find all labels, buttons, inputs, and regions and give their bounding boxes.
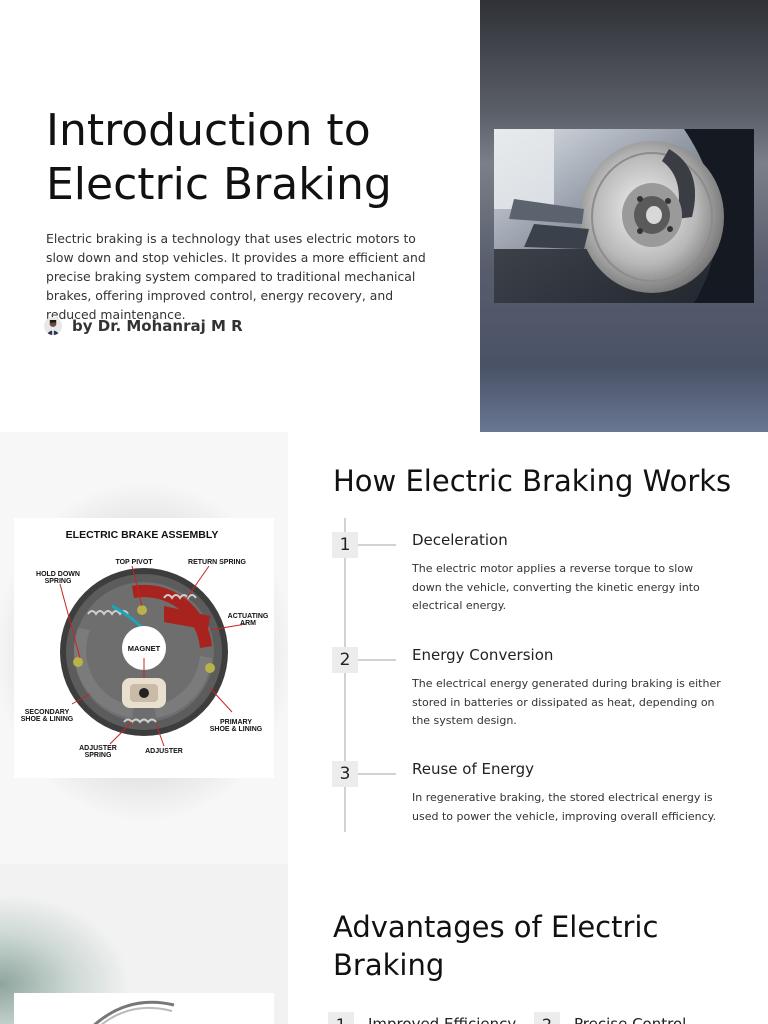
advantage-title: Improved Efficiency <box>368 1015 517 1024</box>
diagram-label-actuating-2: ARM <box>240 620 256 627</box>
brake-assembly-diagram: ELECTRIC BRAKE ASSEMBLY MAGNET <box>14 518 274 778</box>
brake-part-photo <box>14 993 274 1024</box>
diagram-label-top-pivot: TOP PIVOT <box>115 559 153 566</box>
diagram-label-hold-down-1: HOLD DOWN <box>36 571 80 578</box>
step-number: 1 <box>332 532 358 558</box>
advantage-item-2: 2 Precise Control <box>534 1012 686 1024</box>
step-number: 3 <box>332 761 358 787</box>
diagram-label-adjuster-spring-1: ADJUSTER <box>79 745 117 752</box>
diagram-label-primary-2: SHOE & LINING <box>210 726 263 733</box>
diagram-label-adjuster-spring-2: SPRING <box>85 752 112 759</box>
section-heading: Advantages of Electric Braking <box>333 910 659 982</box>
diagram-label-adjuster: ADJUSTER <box>145 748 183 755</box>
diagram-label-magnet: MAGNET <box>128 644 161 653</box>
intro-description: Electric braking is a technology that us… <box>46 231 426 322</box>
diagram-label-primary-1: PRIMARY <box>220 719 252 726</box>
step-title: Deceleration <box>412 531 508 549</box>
step-connector <box>358 544 396 546</box>
diagram-label-secondary-2: SHOE & LINING <box>21 716 74 723</box>
intro-slide: Introduction to Electric Braking Electri… <box>0 0 768 432</box>
author-avatar <box>44 317 62 335</box>
step-connector <box>358 773 396 775</box>
section-heading: How Electric Braking Works <box>333 464 732 498</box>
diagram-label-secondary-1: SECONDARY <box>25 709 70 716</box>
brake-disc-photo <box>494 129 754 303</box>
hero-panel <box>480 0 768 432</box>
diagram-title: ELECTRIC BRAKE ASSEMBLY <box>66 529 219 541</box>
diagram-label-actuating-1: ACTUATING <box>228 613 269 620</box>
advantage-number: 2 <box>534 1012 560 1024</box>
how-it-works-slide: ELECTRIC BRAKE ASSEMBLY MAGNET <box>0 432 768 864</box>
advantage-title: Precise Control <box>574 1015 687 1024</box>
step-text: In regenerative braking, the stored elec… <box>412 791 717 823</box>
author-name: by Dr. Mohanraj M R <box>72 317 243 335</box>
advantage-item-1: 1 Improved Efficiency <box>328 1012 516 1024</box>
diagram-label-return-spring: RETURN SPRING <box>188 559 247 566</box>
author-byline: by Dr. Mohanraj M R <box>44 317 243 335</box>
advantages-image-panel <box>0 864 288 1024</box>
diagram-panel: ELECTRIC BRAKE ASSEMBLY MAGNET <box>0 432 288 864</box>
advantages-slide: Advantages of Electric Braking 1 Improve… <box>0 864 768 1024</box>
slide-title: Introduction to Electric Braking <box>46 105 392 210</box>
timeline-line <box>344 518 346 832</box>
diagram-label-hold-down-2: SPRING <box>45 578 72 585</box>
step-title: Energy Conversion <box>412 646 554 664</box>
step-connector <box>358 659 396 661</box>
advantage-number: 1 <box>328 1012 354 1024</box>
step-number: 2 <box>332 647 358 673</box>
step-text: The electric motor applies a reverse tor… <box>412 562 700 612</box>
step-title: Reuse of Energy <box>412 760 535 778</box>
step-text: The electrical energy generated during b… <box>412 677 721 727</box>
